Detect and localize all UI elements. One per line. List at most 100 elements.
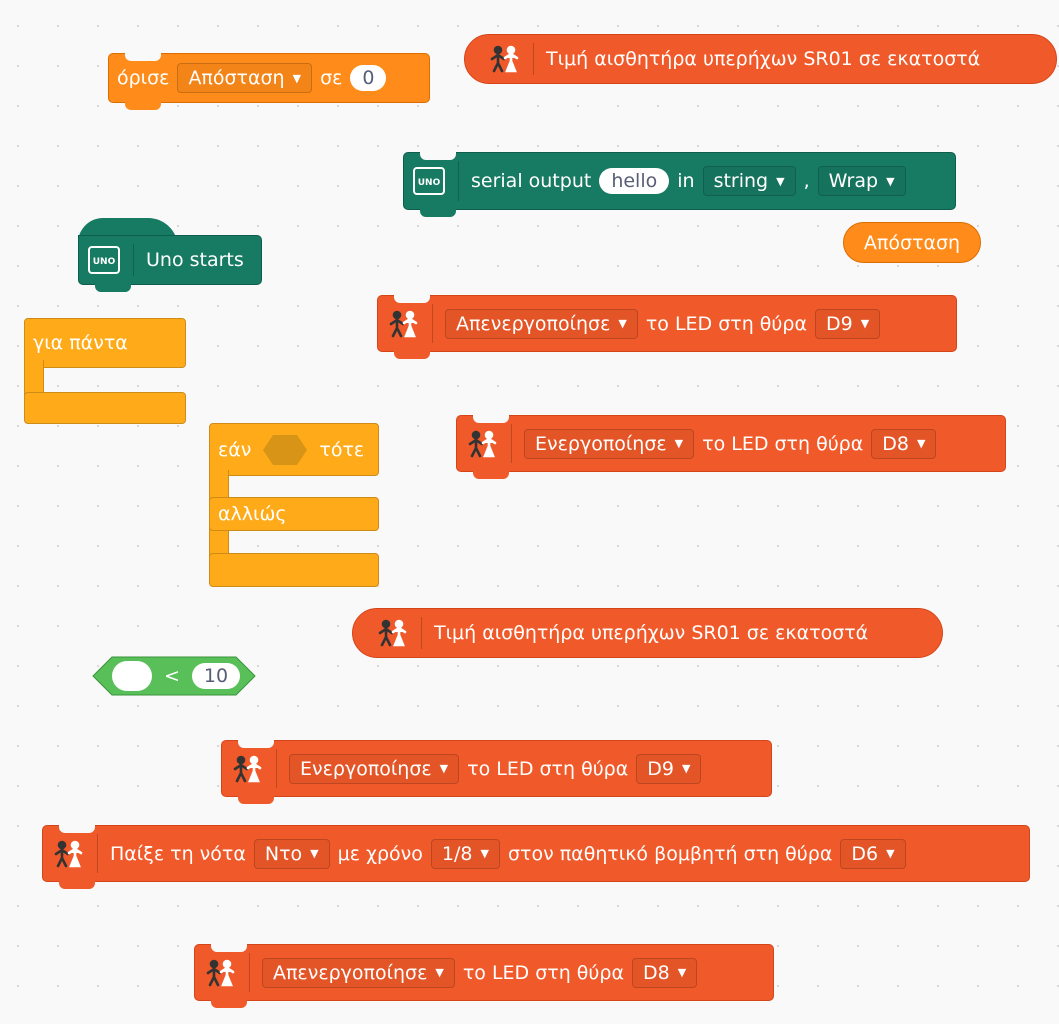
- divider: [533, 43, 534, 75]
- svg-text:UNO: UNO: [93, 257, 116, 267]
- serial-output-label: serial output: [471, 170, 592, 192]
- led-on-d9-block[interactable]: Ενεργοποίησε ▼ το LED στη θύρα D9 ▼: [221, 740, 772, 804]
- ultrasonic-figures-icon: [230, 752, 264, 786]
- ultrasonic-figures-icon: [51, 837, 85, 871]
- port-dropdown[interactable]: D6 ▼: [840, 838, 906, 869]
- right-operand-input[interactable]: 10: [191, 663, 241, 689]
- chevron-down-icon: ▼: [439, 762, 449, 775]
- chevron-down-icon: ▼: [886, 847, 895, 860]
- reporter-label: Τιμή αισθητήρα υπερήχων SR01 σε εκατοστά: [546, 48, 981, 70]
- if-bottom-arm: [209, 553, 379, 587]
- beat-value: 1/8: [441, 842, 473, 865]
- divider: [97, 834, 98, 873]
- block-tab: [211, 999, 247, 1008]
- block-notch: [59, 825, 95, 833]
- to-label: σε: [320, 67, 343, 89]
- play-note-block[interactable]: Παίξε τη νότα Ντο ▼ με χρόνο 1/8 ▼ στον πα…: [42, 825, 1030, 889]
- block-notch: [211, 944, 247, 952]
- chevron-down-icon: ▼: [677, 966, 687, 979]
- block-tab: [95, 283, 131, 292]
- note-value: Ντο: [264, 842, 303, 865]
- text-input[interactable]: hello: [599, 168, 670, 194]
- led-on-d8-block[interactable]: Ενεργοποίησε▼ το LED στη θύρα D8▼: [456, 415, 1006, 479]
- action-value: Απενεργοποίησε: [456, 312, 611, 335]
- hat-label: Uno starts: [146, 249, 244, 271]
- ultrasonic-figures-icon: [386, 307, 420, 341]
- value-input[interactable]: 0: [350, 65, 387, 91]
- port-value: D9: [825, 312, 853, 335]
- port-value: D6: [851, 842, 879, 865]
- chevron-down-icon: ▼: [674, 437, 684, 450]
- variable-name: Απόσταση: [188, 67, 285, 89]
- chevron-down-icon: ▼: [860, 317, 870, 330]
- block-tab: [473, 470, 509, 479]
- divider: [276, 749, 277, 788]
- block-tab: [59, 880, 95, 889]
- forever-top-arm: για πάντα: [24, 318, 186, 368]
- divider: [458, 161, 459, 201]
- in-label: in: [677, 170, 695, 192]
- port-dropdown[interactable]: D9 ▼: [636, 753, 702, 784]
- block-notch: [420, 152, 456, 160]
- reporter-label: Τιμή αισθητήρα υπερήχων SR01 σε εκατοστά: [434, 622, 869, 644]
- port-dropdown[interactable]: D9 ▼: [814, 308, 881, 339]
- ultrasonic-figures-icon: [203, 956, 237, 990]
- buzzer-label: στον παθητικό βομβητή στη θύρα: [507, 842, 833, 865]
- action-dropdown[interactable]: Ενεργοποίησε ▼: [289, 753, 460, 784]
- uno-starts-hat-block[interactable]: UNO Uno starts: [78, 235, 262, 292]
- play-note-label: Παίξε τη νότα: [110, 842, 246, 865]
- ultrasonic-reporter[interactable]: Τιμή αισθητήρα υπερήχων SR01 σε εκατοστά: [464, 34, 1057, 84]
- variable-dropdown[interactable]: Απόσταση ▼: [177, 63, 313, 93]
- action-value: Απενεργοποίησε: [273, 961, 428, 984]
- set-variable-block[interactable]: όρισε Απόσταση▼ σε 0: [108, 53, 430, 110]
- chevron-down-icon: ▼: [917, 437, 926, 450]
- chevron-down-icon: ▼: [618, 317, 627, 330]
- action-dropdown[interactable]: Ενεργοποίησε▼: [524, 428, 695, 459]
- block-notch: [238, 740, 274, 748]
- type-dropdown[interactable]: string ▼: [702, 166, 796, 196]
- chevron-down-icon: ▼: [886, 174, 895, 188]
- mode-value: Wrap: [828, 170, 879, 192]
- led-label: το LED στη θύρα: [645, 312, 807, 335]
- serial-output-block[interactable]: UNO serial output hello in string▼ , Wra…: [403, 152, 956, 217]
- uno-board-icon: UNO: [412, 164, 446, 198]
- led-off-d8-block[interactable]: Απενεργοποίησε▼ το LED στη θύρα D8 ▼: [194, 944, 774, 1008]
- block-notch: [394, 295, 430, 303]
- less-than-block[interactable]: < 10: [92, 656, 256, 696]
- divider: [432, 304, 433, 343]
- action-dropdown[interactable]: Απενεργοποίησε▼: [262, 957, 455, 988]
- if-label: εάν: [218, 438, 252, 461]
- led-label: το LED στη θύρα: [702, 432, 864, 455]
- else-label: αλλιώς: [218, 503, 287, 525]
- variable-reporter[interactable]: Απόσταση: [843, 222, 981, 263]
- ultrasonic-figures-icon: [375, 616, 409, 650]
- chevron-down-icon: ▼: [682, 762, 691, 775]
- divider: [511, 424, 512, 463]
- chevron-down-icon: ▼: [776, 174, 785, 188]
- with-label: με χρόνο: [337, 842, 423, 865]
- led-label: το LED στη θύρα: [462, 961, 624, 984]
- empty-condition-slot[interactable]: [261, 433, 309, 467]
- chevron-down-icon: ▼: [310, 847, 319, 860]
- port-dropdown[interactable]: D8▼: [871, 428, 937, 459]
- led-off-d9-block[interactable]: Απενεργοποίησε ▼ το LED στη θύρα D9 ▼: [377, 295, 957, 359]
- left-operand-input[interactable]: [112, 661, 152, 691]
- port-value: D8: [642, 961, 670, 984]
- forever-spine: [24, 360, 44, 400]
- if-arm: εάν τότε: [209, 423, 379, 476]
- beat-dropdown[interactable]: 1/8 ▼: [430, 838, 500, 869]
- action-dropdown[interactable]: Απενεργοποίησε ▼: [445, 308, 638, 339]
- note-dropdown[interactable]: Ντο ▼: [253, 838, 330, 869]
- block-tab: [394, 350, 430, 359]
- chevron-down-icon: ▼: [292, 71, 302, 85]
- mode-dropdown[interactable]: Wrap ▼: [817, 166, 906, 196]
- chevron-down-icon: ▼: [480, 847, 489, 860]
- block-tab: [238, 795, 274, 804]
- port-dropdown[interactable]: D8 ▼: [631, 957, 698, 988]
- ultrasonic-reporter[interactable]: Τιμή αισθητήρα υπερήχων SR01 σε εκατοστά: [352, 608, 943, 658]
- block-tab: [125, 101, 161, 110]
- action-value: Ενεργοποίησε: [300, 757, 432, 780]
- type-value: string: [713, 170, 769, 192]
- port-value: D9: [647, 757, 674, 780]
- led-label: το LED στη θύρα: [467, 757, 629, 780]
